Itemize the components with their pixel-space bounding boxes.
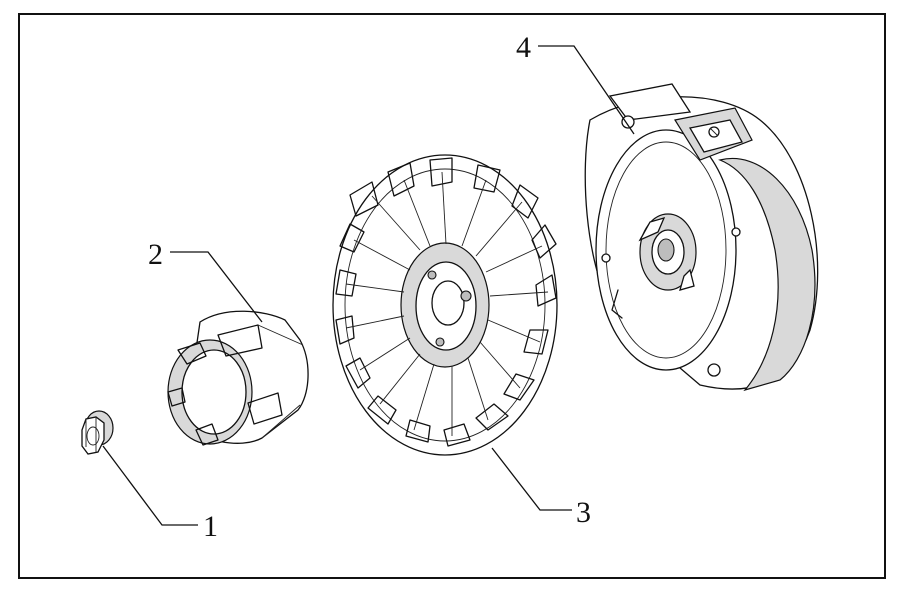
leader-3 xyxy=(491,447,572,511)
part-2-starter-cup xyxy=(167,310,309,446)
callout-3: 3 xyxy=(576,496,591,529)
leader-4 xyxy=(538,45,635,135)
callout-labels: 1 2 3 4 xyxy=(148,31,591,543)
callout-2: 2 xyxy=(148,238,163,271)
leader-1 xyxy=(102,445,198,526)
fan-blade-ribs xyxy=(345,171,549,436)
callout-4: 4 xyxy=(516,31,531,64)
leader-lines xyxy=(102,45,635,526)
callout-1: 1 xyxy=(203,510,218,543)
part-4-starter-housing xyxy=(584,83,819,392)
leader-2 xyxy=(170,251,263,323)
fan-blades xyxy=(335,157,557,447)
part-1-flange-nut xyxy=(81,410,114,455)
part-3-flywheel-fan xyxy=(332,154,558,456)
